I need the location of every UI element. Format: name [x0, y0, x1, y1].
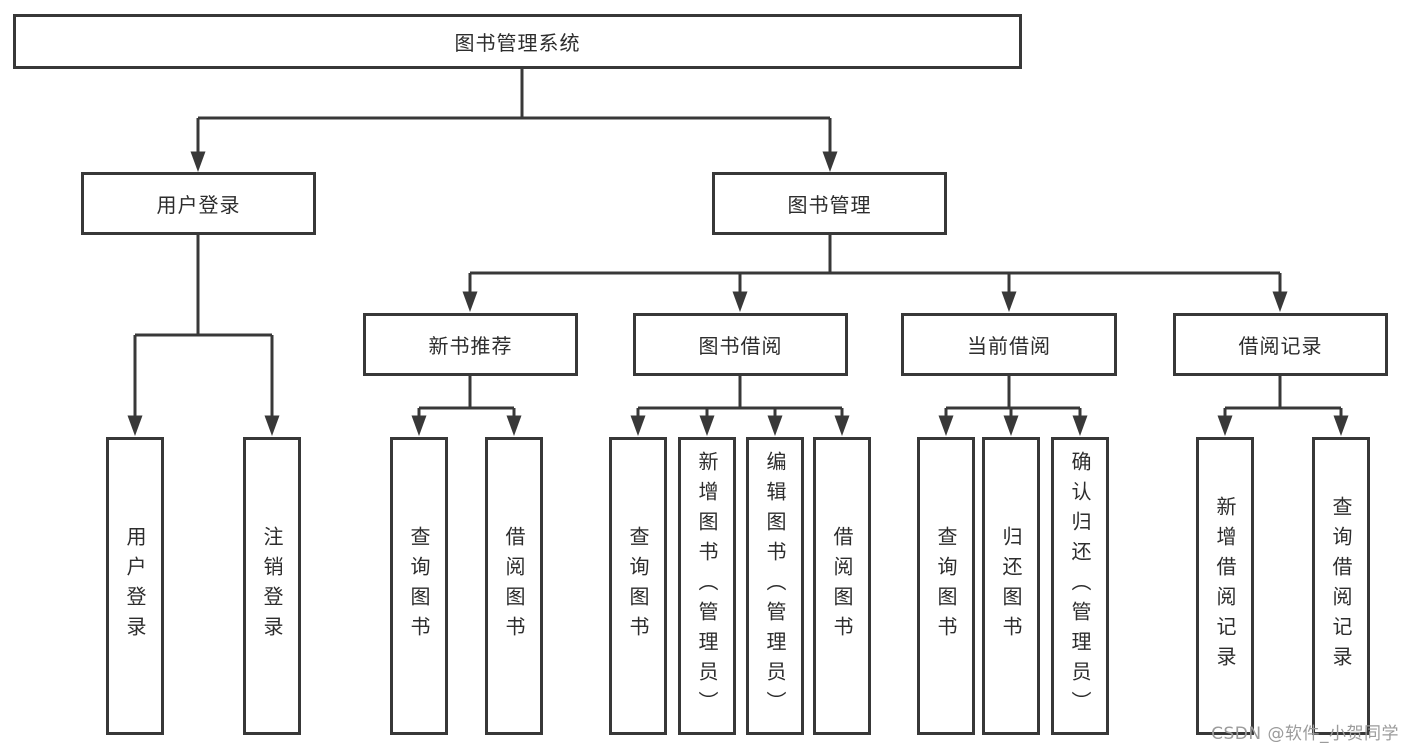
node-label: 借阅图书 [502, 526, 526, 646]
node-label: 用户登录 [156, 193, 241, 217]
node-label: 图书管理 [787, 193, 872, 217]
node-leaf-add-books-admin: 新增图书（管理员） [678, 437, 736, 735]
node-current-borrowing: 当前借阅 [901, 313, 1117, 376]
node-label: 借阅图书 [830, 526, 854, 646]
node-label: 图书借阅 [698, 334, 783, 358]
node-book-borrowing: 图书借阅 [633, 313, 848, 376]
node-label: 用户登录 [123, 526, 147, 646]
node-leaf-logout: 注销登录 [243, 437, 301, 735]
node-label: 查询借阅记录 [1329, 496, 1353, 676]
node-label: 新书推荐 [428, 334, 513, 358]
node-label: 查询图书 [934, 526, 958, 646]
node-leaf-confirm-return-admin: 确认归还（管理员） [1051, 437, 1109, 735]
node-book-management: 图书管理 [712, 172, 947, 235]
node-borrowing-records: 借阅记录 [1173, 313, 1388, 376]
node-label: 归还图书 [999, 526, 1023, 646]
node-leaf-return-books: 归还图书 [982, 437, 1040, 735]
node-library-management-system: 图书管理系统 [13, 14, 1022, 69]
node-leaf-edit-books-admin: 编辑图书（管理员） [746, 437, 804, 735]
node-label: 查询图书 [626, 526, 650, 646]
node-leaf-add-borrow-record: 新增借阅记录 [1196, 437, 1254, 735]
node-leaf-borrow-books: 借阅图书 [813, 437, 871, 735]
node-label: 注销登录 [260, 526, 284, 646]
node-leaf-query-books: 查询图书 [390, 437, 448, 735]
node-label: 图书管理系统 [454, 31, 581, 55]
node-leaf-query-books: 查询图书 [609, 437, 667, 735]
csdn-watermark: CSDN @软件_小贺同学 [1211, 724, 1399, 744]
node-user-login: 用户登录 [81, 172, 316, 235]
node-leaf-user-login: 用户登录 [106, 437, 164, 735]
node-label: 查询图书 [407, 526, 431, 646]
node-new-book-recommendation: 新书推荐 [363, 313, 578, 376]
node-leaf-query-borrow-record: 查询借阅记录 [1312, 437, 1370, 735]
node-label: 当前借阅 [967, 334, 1051, 358]
node-leaf-query-books: 查询图书 [917, 437, 975, 735]
node-label: 新增图书（管理员） [695, 451, 719, 721]
node-leaf-borrow-books: 借阅图书 [485, 437, 543, 735]
node-label: 新增借阅记录 [1213, 496, 1237, 676]
node-label: 借阅记录 [1238, 334, 1323, 358]
node-label: 编辑图书（管理员） [763, 451, 787, 721]
node-label: 确认归还（管理员） [1068, 451, 1092, 721]
